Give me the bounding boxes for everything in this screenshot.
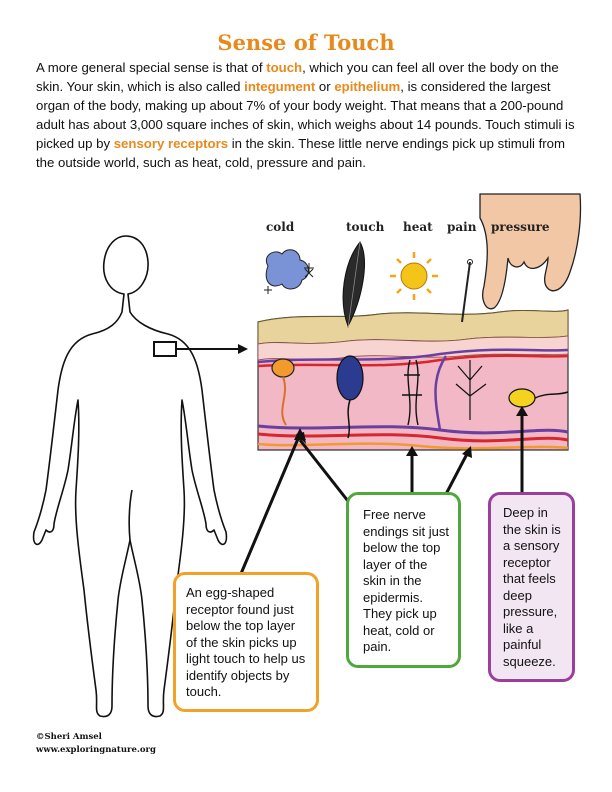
page-title: Sense of Touch xyxy=(217,30,395,55)
intro-text-2: , which you can feel all over the body o… xyxy=(36,60,559,94)
callout-egg-receptor: An egg-shaped receptor found just below … xyxy=(173,572,319,712)
skin-cross-section xyxy=(257,309,569,451)
label-pain: pain xyxy=(447,220,477,234)
skin-location-marker xyxy=(153,341,177,357)
arrow-head xyxy=(238,344,248,354)
credit-author: ©Sheri Amsel xyxy=(36,732,102,742)
intro-text-4: , is considered the largest organ of the… xyxy=(36,79,575,151)
feather-icon xyxy=(342,241,365,329)
label-cold: cold xyxy=(266,220,295,234)
intro-text-3: or xyxy=(315,79,335,94)
term-touch: touch xyxy=(266,60,303,75)
label-heat: heat xyxy=(403,220,433,234)
term-sensory-receptors: sensory receptors xyxy=(113,136,229,151)
callout-free-nerve-endings: Free nerve endings sit just below the to… xyxy=(346,492,461,668)
label-pressure: pressure xyxy=(491,220,550,234)
intro-paragraph: A more general special sense is that of … xyxy=(36,58,582,172)
cold-icon xyxy=(264,249,314,294)
human-body-outline xyxy=(32,235,228,718)
term-integument: integument xyxy=(244,79,316,94)
needle-icon xyxy=(461,259,473,323)
sun-icon xyxy=(390,252,438,300)
callout-lines xyxy=(238,412,524,577)
credit-website: www.exploringnature.org xyxy=(36,745,156,755)
callout-deep-pressure: Deep in the skin is a sensory receptor t… xyxy=(488,492,575,682)
hand-pressing-icon xyxy=(479,193,582,310)
term-epithelium: epithelium xyxy=(334,79,401,94)
credit: ©Sheri Amsel www.exploringnature.org xyxy=(36,731,156,757)
intro-text-1: A more general special sense is that of xyxy=(36,60,267,75)
label-touch: touch xyxy=(346,220,385,234)
intro-text-5: in the skin. These little nerve endings … xyxy=(36,136,566,170)
callout-arrowheads xyxy=(294,406,528,458)
